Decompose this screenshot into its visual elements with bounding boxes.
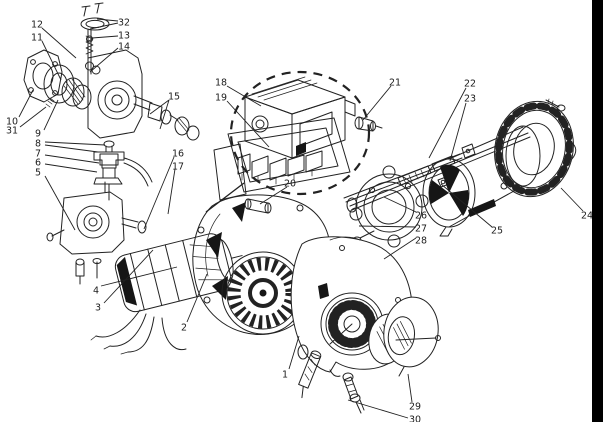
leader-line-8 bbox=[44, 144, 99, 153]
callout-label-24: 24 bbox=[581, 211, 593, 222]
callout-label-5: 5 bbox=[35, 168, 41, 179]
callout-label-28: 28 bbox=[415, 236, 427, 247]
callout-label-13: 13 bbox=[118, 31, 130, 42]
callout-label-3: 3 bbox=[95, 303, 101, 314]
callout-label-14: 14 bbox=[118, 42, 130, 53]
leader-line-24 bbox=[560, 187, 584, 212]
callout-label-32: 32 bbox=[118, 18, 130, 29]
leader-line-21 bbox=[362, 85, 392, 121]
control-box bbox=[237, 76, 356, 185]
motor-wires bbox=[90, 309, 187, 355]
callout-label-29: 29 bbox=[409, 402, 421, 413]
leader-line-12 bbox=[41, 27, 77, 59]
leader-line-19 bbox=[226, 100, 270, 148]
callout-label-21: 21 bbox=[389, 78, 401, 89]
pump-unit bbox=[46, 181, 147, 285]
leader-line-28 bbox=[383, 237, 417, 260]
leader-line-6 bbox=[44, 163, 98, 173]
callout-label-23: 23 bbox=[464, 94, 476, 105]
right-border-bar bbox=[592, 0, 603, 422]
leader-line-8 bbox=[44, 141, 106, 146]
blast-tube bbox=[422, 125, 541, 237]
callout-label-17: 17 bbox=[172, 162, 184, 173]
motor bbox=[90, 233, 243, 355]
callout-label-19: 19 bbox=[215, 93, 227, 104]
callout-label-9: 9 bbox=[35, 129, 41, 140]
callout-label-31: 31 bbox=[6, 126, 18, 137]
leader-line-9 bbox=[43, 99, 59, 131]
solenoid-valve bbox=[93, 140, 153, 201]
leader-line-26 bbox=[383, 196, 417, 213]
callout-label-2: 2 bbox=[181, 323, 187, 334]
leader-line-20 bbox=[259, 186, 288, 205]
leader-line-2 bbox=[186, 273, 208, 323]
callout-label-7: 7 bbox=[35, 149, 41, 160]
leader-line-22 bbox=[428, 87, 467, 159]
callout-label-16: 16 bbox=[172, 149, 184, 160]
leader-line-7 bbox=[44, 154, 100, 164]
leader-line-31 bbox=[19, 106, 47, 128]
leader-line-25 bbox=[440, 183, 493, 228]
leader-line-5 bbox=[44, 175, 76, 231]
callout-label-20: 20 bbox=[284, 179, 296, 190]
leader-line-14 bbox=[89, 47, 119, 73]
callout-label-18: 18 bbox=[215, 78, 227, 89]
callout-label-11: 11 bbox=[31, 33, 43, 44]
leader-line-32 bbox=[96, 18, 119, 22]
photocell-part bbox=[354, 116, 383, 132]
leader-line-18 bbox=[226, 85, 262, 107]
callout-label-1: 1 bbox=[282, 370, 288, 381]
callout-label-4: 4 bbox=[93, 286, 99, 297]
leader-line-13 bbox=[91, 35, 119, 39]
mounting-plate-and-screws bbox=[80, 2, 110, 75]
callout-label-25: 25 bbox=[491, 226, 503, 237]
callout-label-30: 30 bbox=[409, 415, 421, 422]
fan-housing bbox=[192, 194, 353, 335]
electrode-parts-bottom bbox=[298, 350, 365, 414]
callout-label-12: 12 bbox=[31, 20, 43, 31]
leader-line-4 bbox=[100, 266, 178, 287]
callout-label-26: 26 bbox=[415, 211, 427, 222]
callout-label-22: 22 bbox=[464, 79, 476, 90]
leader-line-16 bbox=[143, 156, 175, 230]
leader-line-17 bbox=[167, 168, 176, 215]
leader-line-15 bbox=[159, 99, 170, 130]
control-box-magnifier bbox=[205, 70, 371, 213]
leader-line-15 bbox=[149, 99, 170, 115]
leader-line-1 bbox=[288, 335, 300, 370]
leader-line-23 bbox=[449, 102, 467, 162]
callout-label-27: 27 bbox=[415, 224, 427, 235]
leader-line-11 bbox=[41, 40, 62, 81]
air-damper-discs bbox=[368, 296, 441, 377]
leader-line-3 bbox=[103, 249, 154, 304]
chassis-frame bbox=[213, 117, 351, 214]
leader-line-29 bbox=[407, 373, 413, 403]
leader-line-10 bbox=[18, 89, 34, 118]
leader-line-27 bbox=[358, 225, 417, 228]
end-cone-ring bbox=[494, 98, 577, 198]
callout-label-15: 15 bbox=[168, 92, 180, 103]
leader-line-30 bbox=[347, 399, 409, 419]
callout-label-6: 6 bbox=[35, 158, 41, 169]
callout-label-8: 8 bbox=[35, 139, 41, 150]
leader-line-32 bbox=[89, 22, 119, 30]
callout-label-10: 10 bbox=[6, 117, 18, 128]
